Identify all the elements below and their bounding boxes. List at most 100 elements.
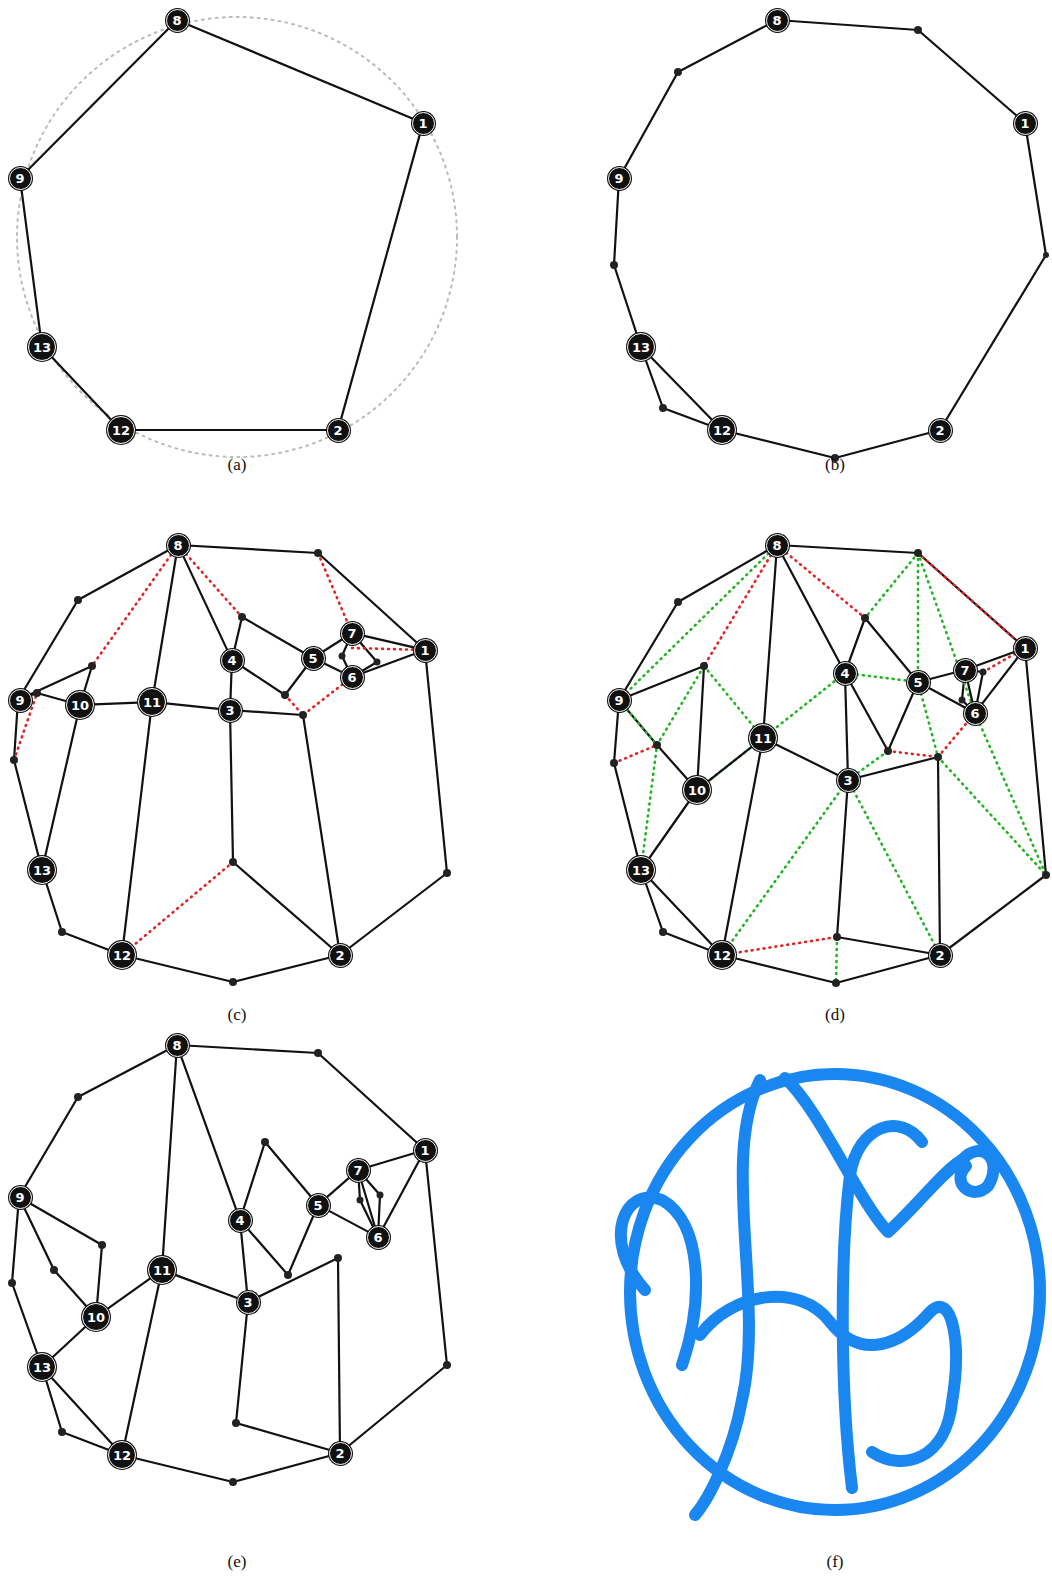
- graph-edge: [328, 1210, 368, 1231]
- graph-edge: [51, 1377, 112, 1444]
- bend-dots: [8, 26, 1050, 1486]
- vertex-circle: 4: [834, 662, 857, 685]
- panel-caption: (f): [827, 1552, 844, 1572]
- vertex-circle: 2: [327, 419, 350, 442]
- red-dotted-lines: [14, 545, 1025, 955]
- vertex-number: 6: [970, 707, 979, 720]
- graph-edge: [651, 357, 712, 420]
- vertex-circle: 13: [627, 856, 655, 884]
- graph-edge: [52, 1327, 85, 1358]
- vertex-number: 9: [614, 694, 623, 707]
- green-dotted-lines: [619, 545, 1046, 983]
- graph-edge: [45, 719, 77, 857]
- vertex-circle: 4: [221, 649, 244, 672]
- graph-edge: [976, 652, 1014, 666]
- vertex-number: 11: [143, 696, 161, 709]
- graph-edge: [363, 636, 414, 648]
- graph-edge: [725, 752, 761, 941]
- vertex-circle: 12: [708, 941, 736, 969]
- graph-edge: [764, 557, 776, 725]
- vertex-circle: 12: [107, 416, 135, 444]
- vertex-circle: 1: [414, 1139, 437, 1162]
- vertex-number: 11: [153, 1264, 171, 1277]
- vertex-number: 2: [935, 949, 944, 962]
- graph-edge: [845, 685, 847, 769]
- graph-edge: [928, 688, 965, 708]
- vertex-number: 4: [227, 654, 236, 667]
- vertex-circle: 7: [954, 659, 977, 682]
- vertex-circle: 5: [307, 1194, 330, 1217]
- vertex-number: 13: [33, 1361, 51, 1374]
- vertex-circle: 1: [412, 112, 435, 135]
- graph-edge: [22, 189, 41, 333]
- vertex-circle: 12: [708, 416, 736, 444]
- graph-edge: [649, 802, 689, 859]
- vertex-number: 12: [113, 1449, 131, 1462]
- vertex-circle: 6: [367, 1226, 390, 1249]
- vertex-number: 8: [172, 14, 181, 27]
- graph-edge: [341, 134, 420, 419]
- graph-edge: [124, 716, 151, 941]
- vertex-number: 2: [935, 424, 944, 437]
- vertex-circle: 13: [28, 333, 56, 361]
- graph-edge: [28, 28, 169, 170]
- vertex-circle: 9: [608, 167, 631, 190]
- graph-edge: [154, 556, 176, 688]
- vertex-circle: 7: [347, 1159, 370, 1182]
- graph-edge: [175, 1275, 237, 1298]
- vertex-number: 9: [15, 172, 24, 185]
- vertex-number: 2: [333, 424, 342, 437]
- vertex-circle: 13: [28, 1353, 56, 1381]
- vertex-circle: 12: [108, 1441, 136, 1469]
- vertex-number: 4: [840, 667, 849, 680]
- vertex-number: 13: [632, 864, 650, 877]
- vertex-circle: 6: [341, 666, 364, 689]
- vertex-circle: 2: [929, 944, 952, 967]
- graph-edge: [323, 663, 341, 672]
- vertex-number: 12: [713, 424, 731, 437]
- vertex-circle: 10: [66, 691, 94, 719]
- vertex-circle: 9: [608, 689, 631, 712]
- vertex-circle: 8: [766, 534, 789, 557]
- vertex-number: 10: [688, 784, 706, 797]
- graph-edge: [125, 1284, 159, 1442]
- vertex-number: 3: [843, 774, 852, 787]
- graph-edge: [968, 681, 973, 702]
- vertex-circle: 1: [1014, 637, 1037, 660]
- panel-caption: (d): [825, 1005, 845, 1025]
- graph-edge: [361, 1181, 374, 1226]
- graph-edge: [327, 1178, 350, 1198]
- vertex-number: 6: [347, 671, 356, 684]
- vertex-circle: 9: [9, 1186, 32, 1209]
- vertex-circle: 8: [166, 1034, 189, 1057]
- guide-circle: [17, 17, 457, 457]
- vertex-circle: 10: [683, 776, 711, 804]
- vertex-circle: 12: [108, 941, 136, 969]
- graph-edge: [776, 744, 838, 775]
- graph-edge: [363, 654, 414, 673]
- vertex-circle: 4: [229, 1209, 252, 1232]
- vertex-circle: 2: [329, 944, 352, 967]
- graph-edge: [651, 880, 713, 945]
- vertex-number: 8: [172, 1039, 181, 1052]
- vertex-number: 1: [1020, 117, 1029, 130]
- vertex-circle: 1: [414, 639, 437, 662]
- vertex-number: 9: [15, 1191, 24, 1204]
- vertex-circle: 13: [28, 856, 56, 884]
- vertex-number: 12: [713, 949, 731, 962]
- vertex-circle: 2: [929, 419, 952, 442]
- graph-edge: [181, 1056, 236, 1209]
- graph-edge: [163, 1057, 176, 1257]
- vertex-number: 11: [754, 732, 772, 745]
- graph-edge: [183, 555, 227, 649]
- graph-edge: [782, 555, 839, 663]
- vertex-number: 13: [33, 341, 51, 354]
- vertex-number: 1: [418, 117, 427, 130]
- vertex-number: 1: [420, 644, 429, 657]
- vertex-number: 8: [173, 539, 182, 552]
- vertex-number: 9: [15, 694, 24, 707]
- graph-edge: [384, 1160, 420, 1227]
- vertex-number: 5: [313, 1199, 322, 1212]
